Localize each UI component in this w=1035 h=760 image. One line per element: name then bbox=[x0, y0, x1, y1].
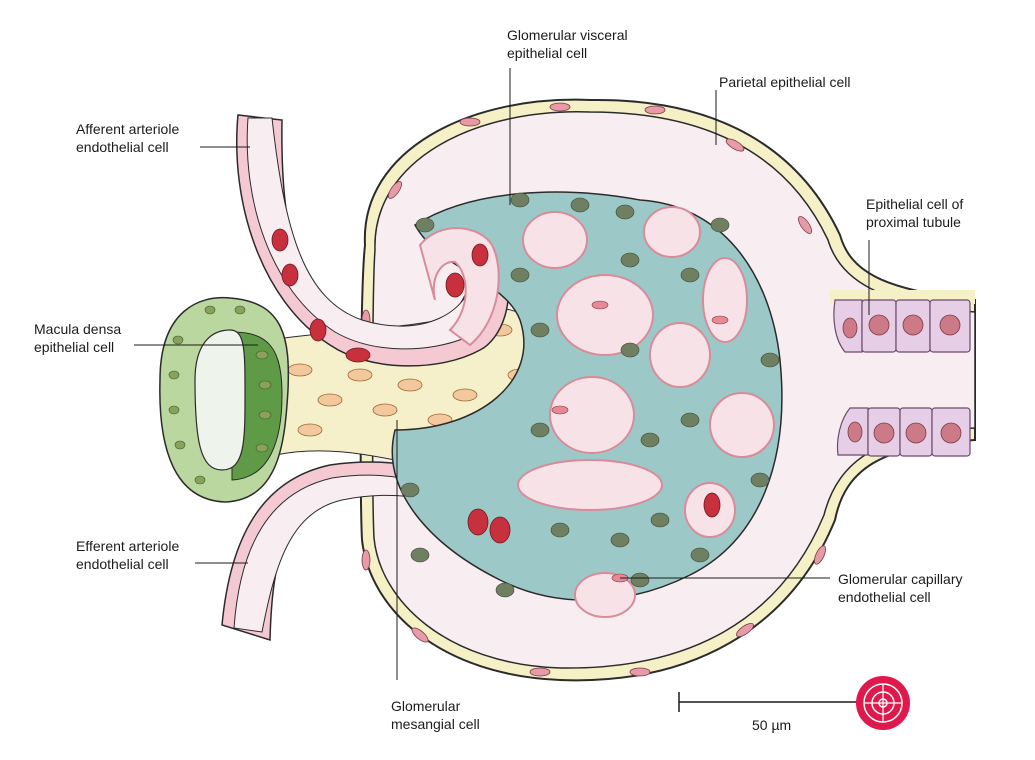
target-logo-icon bbox=[856, 676, 910, 730]
label-macula-densa-epithelial-cell: Macula densa epithelial cell bbox=[34, 321, 122, 355]
macula-densa bbox=[159, 296, 290, 503]
label-glomerular-capillary-endothelial-cell: Glomerular capillary endothelial cell bbox=[838, 571, 963, 605]
label-glomerular-mesangial-cell: Glomerular mesangial cell bbox=[391, 698, 480, 732]
afferent-arteriole bbox=[236, 114, 509, 367]
scale-bar bbox=[678, 692, 860, 712]
proximal-tubule bbox=[830, 290, 975, 457]
label-proximal-tubule-epithelial-cell: Epithelial cell of proximal tubule bbox=[866, 196, 964, 230]
leader-lines bbox=[134, 68, 870, 680]
label-parietal-epithelial-cell: Parietal epithelial cell bbox=[719, 74, 851, 90]
scale-bar-label: 50 µm bbox=[752, 717, 792, 733]
label-visceral-epithelial-cell: Glomerular visceral epithelial cell bbox=[507, 27, 628, 61]
glomerular-tuft bbox=[391, 191, 783, 618]
label-afferent-arteriole-endothelial-cell: Afferent arteriole endothelial cell bbox=[76, 121, 180, 155]
label-efferent-arteriole-endothelial-cell: Efferent arteriole endothelial cell bbox=[76, 538, 180, 572]
